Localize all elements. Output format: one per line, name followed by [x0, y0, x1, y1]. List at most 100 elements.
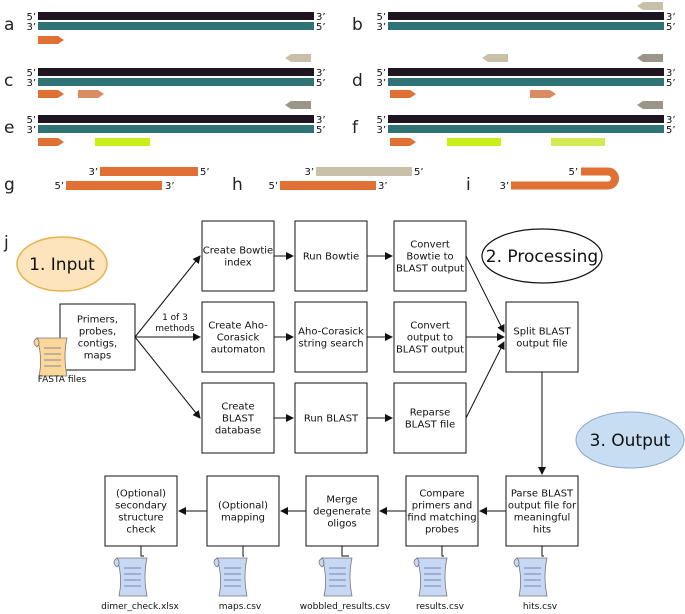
convert-bowtie-box-line-3: BLAST output [396, 264, 464, 275]
panel-h-top-5-label: 5’ [414, 167, 424, 178]
methods-label-line-2: methods [155, 324, 195, 334]
panel-f-probe-left [447, 138, 501, 146]
panel-i-hairpin-oligo [511, 167, 619, 190]
input-stage-title: 1. Input [29, 255, 95, 275]
wobbled-results-file-icon-curl [318, 557, 325, 568]
panel-i-5-label: 5’ [568, 167, 578, 178]
processing-stage-ellipse [481, 228, 603, 284]
merge-oligos-box-line-2: degenerate [313, 507, 371, 518]
dimer-check-file-label: dimer_check.xlsx [101, 602, 179, 612]
panel-letter-g: g [4, 175, 15, 195]
compare-primers-box-line-3: find matching [407, 513, 476, 524]
panel-d-second-forward-primer [530, 90, 556, 98]
panel-a-forward-primer [38, 36, 64, 44]
input-box-line-2: probes, [79, 327, 116, 338]
maps-file-label: maps.csv [219, 602, 262, 612]
panel-f-bottom-strand [388, 125, 664, 133]
split-blast-box-line-1: Split BLAST [513, 327, 571, 338]
parse-blast-box-line-1: Parse BLAST [511, 489, 574, 500]
secondary-structure-box-line-1: (Optional) [116, 489, 166, 500]
compare-primers-box-line-2: primers and [412, 501, 472, 512]
hits-file-icon-curl [513, 557, 520, 568]
compare-primers-box-frame [405, 475, 479, 547]
panel-a-top-5-label: 5’ [26, 12, 36, 23]
mapping-box-line-1: (Optional) [218, 501, 268, 512]
parse-blast-box-line-2: output file for [508, 501, 577, 512]
reparse-blast-box-frame [393, 382, 467, 454]
parse-blast-box-line-4: hits [533, 525, 551, 536]
run-bowtie-box: Run Bowtie [294, 220, 368, 292]
run-bowtie-box-line-1: Run Bowtie [303, 252, 359, 263]
panel-i-3-label: 3’ [499, 181, 509, 192]
panel-letter-j: j [3, 233, 9, 253]
results-file-label: results.csv [416, 602, 465, 612]
panel-b-top-3-label: 3’ [666, 12, 676, 23]
panel-d-top-3-label: 3’ [666, 68, 676, 79]
panel-d-reverse-primer-left [482, 54, 508, 62]
split-blast-box-frame [505, 301, 579, 373]
aho-corasick-search-box-line-1: Aho-Corasick [298, 327, 364, 338]
create-blast-database-box-frame [201, 382, 275, 454]
panel-e-forward-primer [38, 138, 64, 146]
wobbled-results-file-icon-page [321, 557, 353, 597]
secondary-structure-box-line-4: check [126, 525, 155, 536]
panel-c-bottom-strand [38, 78, 314, 86]
aho-corasick-search-box-frame [294, 301, 368, 373]
panel-f-top-strand [388, 115, 664, 123]
run-blast-box: Run BLAST [294, 382, 368, 454]
wobbled-results-file-connector [341, 546, 349, 557]
parse-blast-box-line-3: meaningful [514, 513, 570, 524]
create-aho-corasick-box-line-2: Corasick [217, 333, 260, 344]
create-blast-database-box-line-1: Create [221, 402, 254, 413]
secondary-structure-box-line-2: secondary [115, 501, 167, 512]
parse-blast-box-frame [505, 475, 579, 547]
input-fasta-file-icon-curl [33, 337, 40, 348]
wobbled-results-file-label: wobbled_results.csv [300, 602, 391, 612]
input-fasta-file-icon [33, 337, 68, 377]
panel-b-top-5-label: 5’ [376, 12, 386, 23]
dimer-check-file-icon [113, 557, 148, 597]
dimer-check-file-icon-page [116, 557, 148, 597]
panel-g-bottom-3-label: 3’ [165, 181, 175, 192]
convert-output-box-frame [393, 301, 467, 373]
panel-g-top-5-label: 5’ [200, 167, 210, 178]
panel-e-bottom-5-label: 5’ [316, 125, 326, 136]
panel-g-oligo-bottom [66, 181, 162, 190]
panel-d-bottom-3-label: 3’ [376, 78, 386, 89]
output-stage-title: 3. Output [590, 431, 671, 451]
input-stage-ellipse [16, 236, 108, 292]
panel-b-reverse-primer [637, 2, 663, 10]
panel-b-bottom-strand [388, 22, 664, 30]
panel-letter-b: b [352, 15, 363, 35]
maps-file-icon-page [216, 557, 248, 597]
convert-output-box-line-3: BLAST output [396, 345, 464, 356]
aho-corasick-search-box-line-2: string search [298, 339, 363, 350]
processing-stage-title: 2. Processing [486, 247, 598, 267]
merge-oligos-box-line-3: oligos [327, 519, 356, 530]
create-bowtie-index-box-line-2: index [224, 258, 251, 269]
input-box-line-4: maps [84, 351, 111, 362]
convert-bowtie-box-line-1: Convert [410, 240, 450, 251]
convert-output-box-line-2: output to [407, 333, 453, 344]
methods-label-line-1: 1 of 3 [162, 313, 188, 323]
run-blast-box-frame [294, 382, 368, 454]
panel-e-top-3-label: 3’ [316, 115, 326, 126]
panel-e-probe [95, 138, 150, 146]
create-aho-corasick-box-line-1: Create Aho- [208, 321, 268, 332]
panel-g-oligo-top [100, 167, 198, 176]
run-blast-box-line-1: Run BLAST [304, 414, 359, 425]
panel-letter-i: i [466, 175, 471, 195]
panel-letter-f: f [352, 118, 359, 138]
panel-a-bottom-5-label: 5’ [316, 22, 326, 33]
